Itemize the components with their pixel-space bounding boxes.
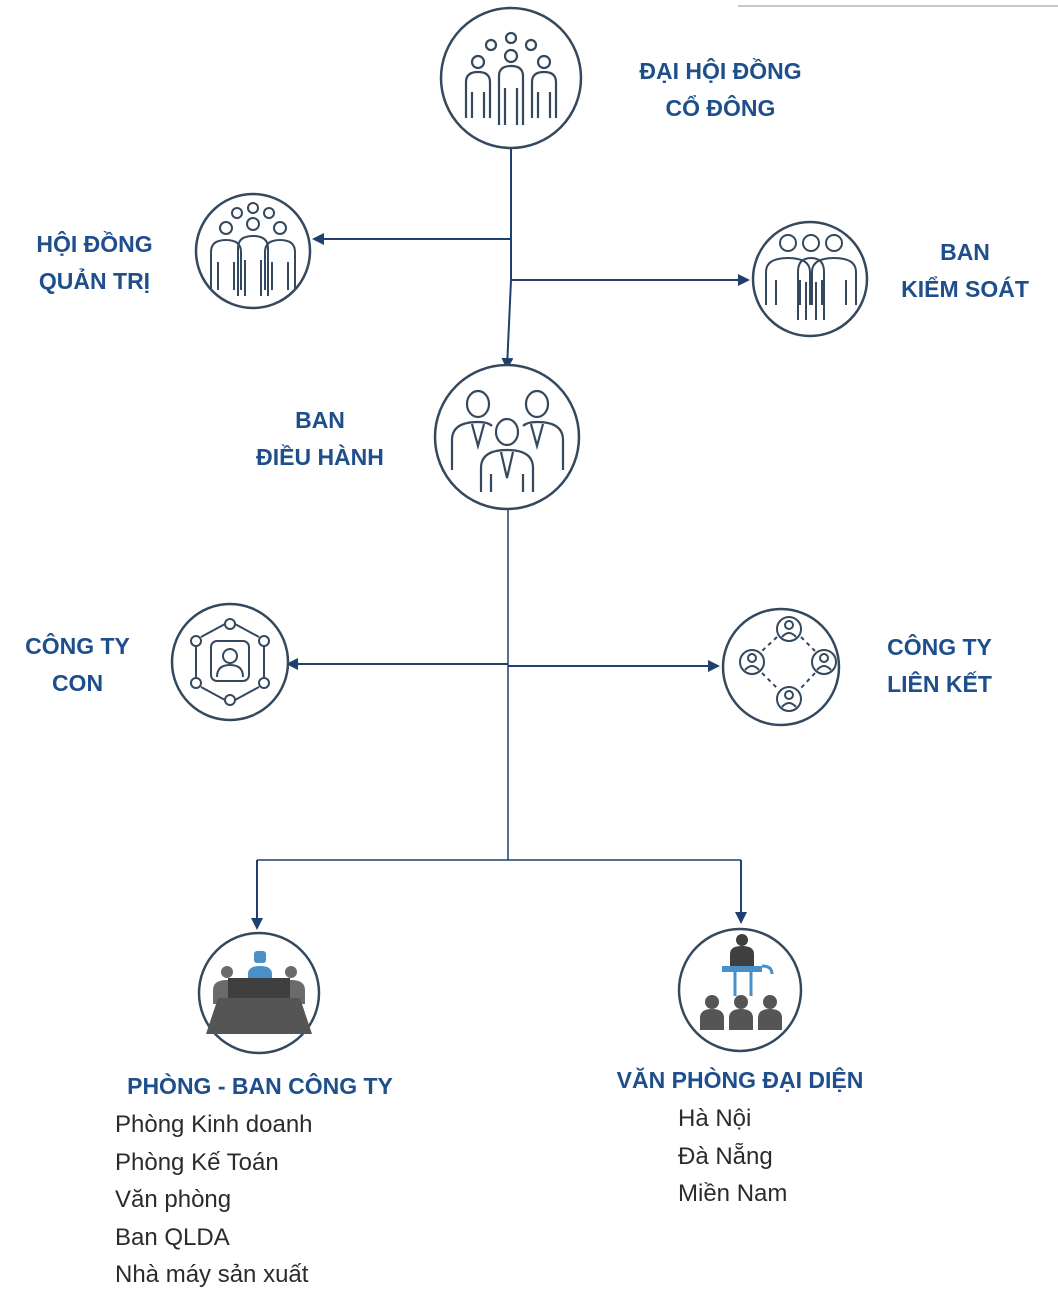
list-item: Văn phòng [115,1186,232,1213]
supervisory-label-line1: BAN [940,239,990,265]
executive-label-line2: ĐIỀU HÀNH [256,444,384,470]
list-item: Phòng Kinh doanh [115,1111,313,1138]
affiliate-label-line2: LIÊN KẾT [887,671,992,697]
subsidiary-label-line1: CÔNG TY [25,633,130,659]
shareholders-label: ĐẠI HỘI ĐỒNG CỔ ĐÔNG [598,53,843,127]
offices-list: Hà Nội Đà Nẵng Miền Nam [678,1100,787,1213]
shareholders-circle [439,6,583,150]
offices-title: VĂN PHÒNG ĐẠI DIỆN [616,1067,864,1093]
departments-title: PHÒNG - BAN CÔNG TY [127,1073,393,1099]
subsidiary-label: CÔNG TY CON [0,628,155,702]
list-item: Phòng Kế Toán [115,1148,279,1176]
affiliate-label-line1: CÔNG TY [887,634,992,660]
list-item: Nhà máy sản xuất [115,1261,309,1288]
shareholders-group-icon [464,31,558,125]
list-item: Ban QLDA [115,1223,230,1251]
supervisory-label: BAN KIỂM SOÁT [880,234,1050,308]
list-item: Đà Nẵng [678,1142,773,1170]
executive-team-icon [450,389,565,492]
list-item: Miền Nam [678,1180,788,1207]
executive-circle [433,363,581,511]
shareholders-label-line1: ĐẠI HỘI ĐỒNG [639,58,802,84]
board-label-line1: HỘI ĐỒNG [36,231,153,257]
departments-list: Phòng Kinh doanh Phòng Kế Toán Văn phòng… [115,1106,313,1294]
board-label: HỘI ĐỒNG QUẢN TRỊ [12,226,177,300]
affiliate-network-icon [739,616,837,712]
executive-label-line1: BAN [295,407,345,433]
board-label-line2: QUẢN TRỊ [38,268,151,294]
presentation-icon [700,934,782,1030]
supervisory-label-line2: KIỂM SOÁT [901,276,1029,302]
subsidiary-label-line2: CON [51,670,104,696]
shareholders-label-line2: CỔ ĐÔNG [665,95,776,121]
affiliate-label: CÔNG TY LIÊN KẾT [852,629,1027,703]
affiliate-circle [721,607,841,727]
list-item: Hà Nội [678,1105,752,1132]
executive-label: BAN ĐIỀU HÀNH [225,402,415,476]
arrow-to-executive [501,279,514,370]
connector-lines [251,140,750,930]
supervisory-group-icon [765,234,857,320]
board-group-icon [210,202,296,296]
top-divider [738,0,1058,7]
subsidiary-network-icon [190,618,270,706]
meeting-room-icon [206,951,312,1034]
board-circle [194,192,312,310]
